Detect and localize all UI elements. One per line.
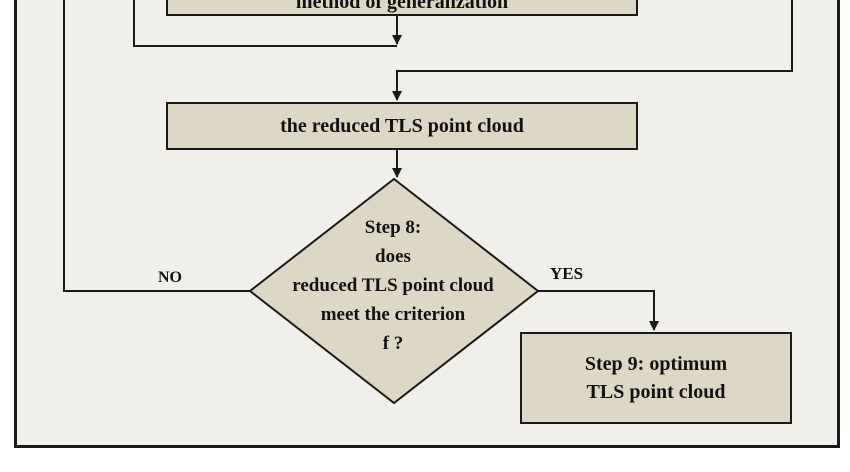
yes-branch-label: YES	[550, 264, 584, 283]
connector-top-loop	[133, 0, 397, 47]
decision-line-2: does	[375, 246, 411, 267]
reduced-cloud-text: the reduced TLS point cloud	[280, 114, 524, 137]
generalization-step-box: method of generalization	[166, 0, 638, 16]
decision-diamond	[248, 177, 540, 405]
decision-line-5: f ?	[382, 333, 404, 354]
connector-yes-branch	[538, 290, 659, 331]
optimum-cloud-line-2: TLS point cloud	[586, 381, 726, 403]
connector-no-branch	[63, 0, 250, 292]
optimum-cloud-line-1: Step 9: optimum	[584, 353, 728, 375]
generalization-step-text: method of generalization	[295, 0, 509, 13]
no-branch-label: NO	[158, 269, 182, 286]
connector-right-return	[392, 0, 793, 101]
optimum-cloud-box: Step 9: optimum TLS point cloud	[520, 332, 792, 424]
decision-line-3: reduced TLS point cloud	[292, 275, 494, 296]
reduced-cloud-box: the reduced TLS point cloud	[166, 102, 638, 150]
decision-line-4: meet the criterion	[320, 304, 466, 325]
decision-text: Step 8: does reduced TLS point cloud mee…	[250, 213, 536, 358]
decision-line-1: Step 8:	[364, 217, 422, 238]
